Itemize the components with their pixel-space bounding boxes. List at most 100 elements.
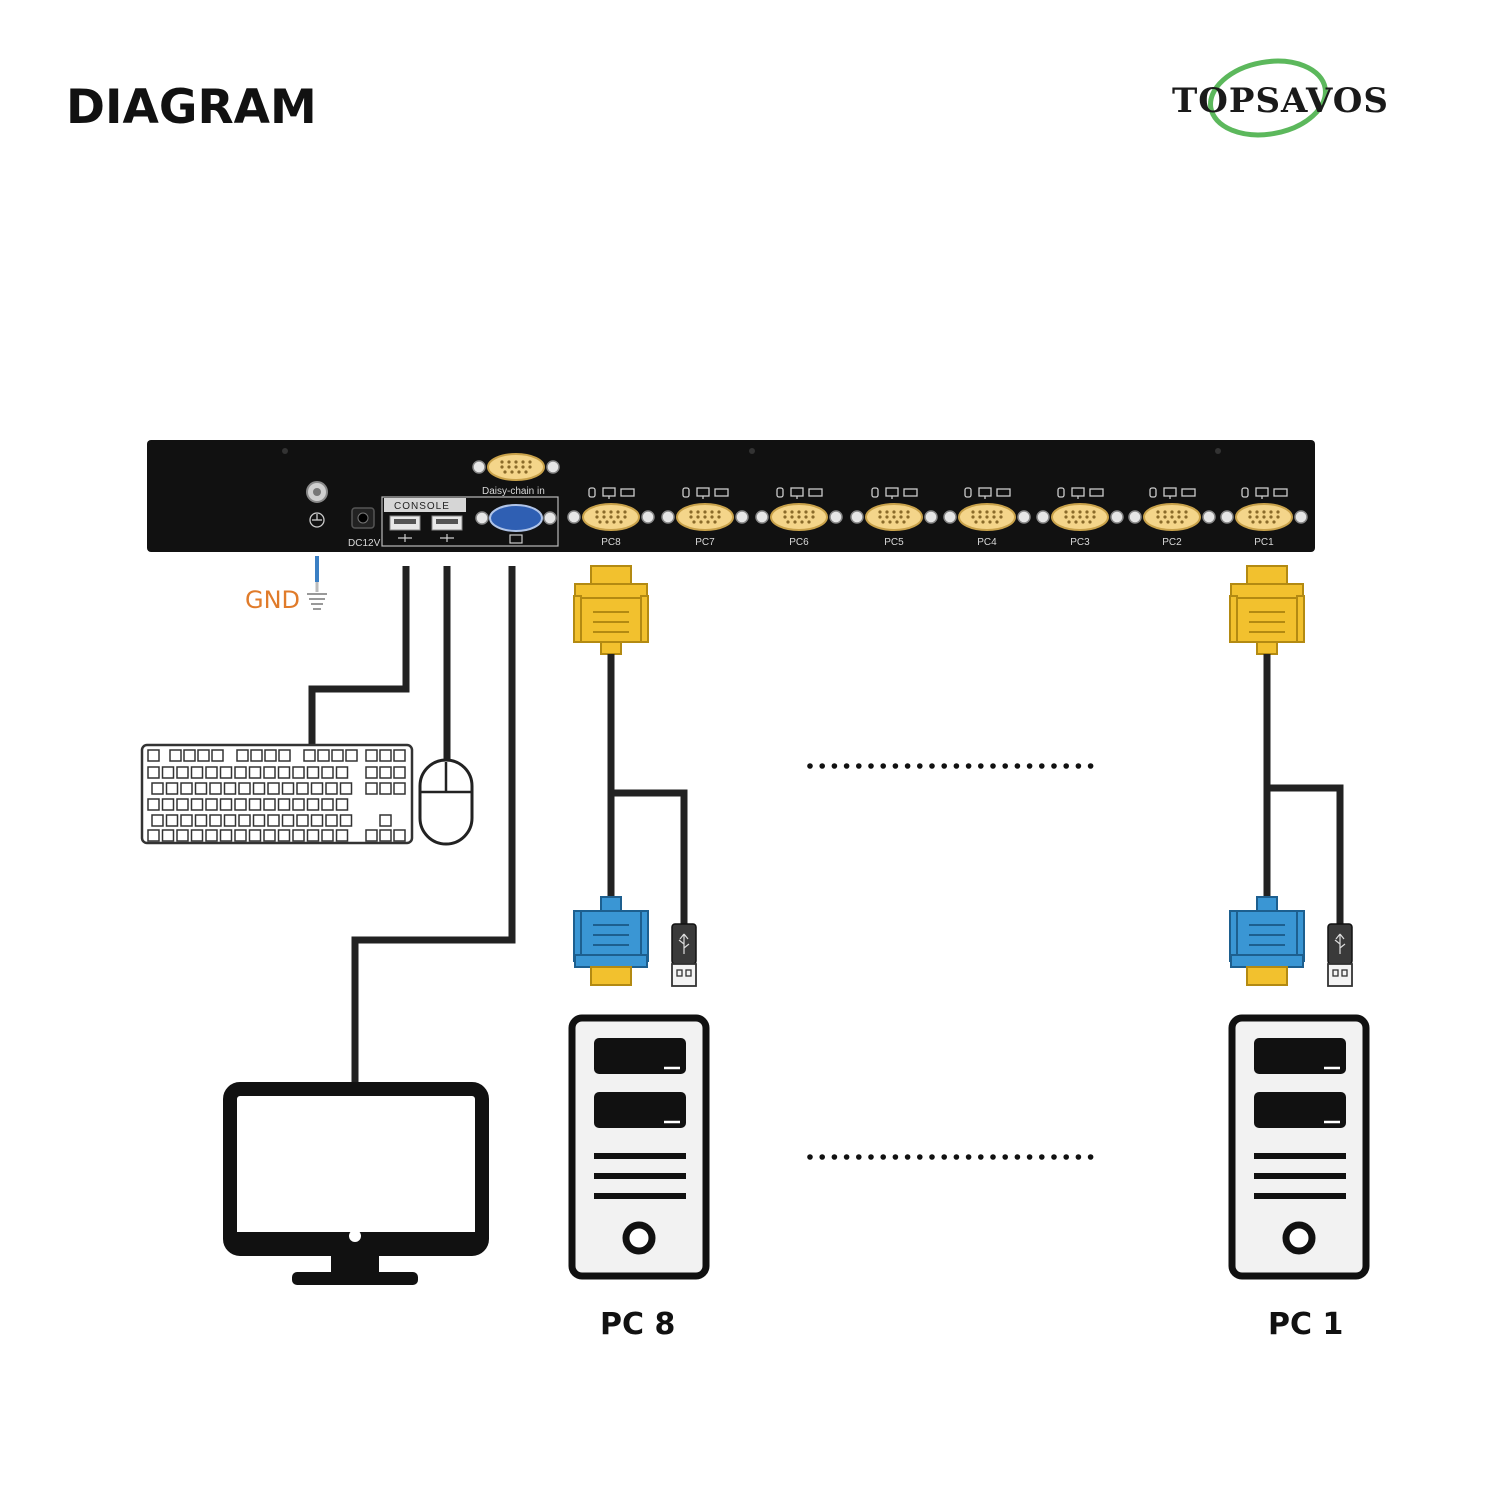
- keyboard-key: [236, 749, 249, 762]
- pc-port-pc5: PC5: [850, 487, 938, 548]
- console-label: CONSOLE: [394, 501, 450, 512]
- pc-port-pc8: PC8: [567, 487, 655, 548]
- keyboard-key: [194, 782, 208, 795]
- kvm-switch-rear-panel: DC12V CONSOLE Daisy-chain in: [147, 440, 1315, 552]
- ellipsis-dot: [1063, 763, 1069, 769]
- keyboard-key: [292, 798, 305, 811]
- keyboard-key: [234, 766, 247, 779]
- logo-text: TOPSAVOS: [1172, 81, 1389, 121]
- ellipsis-dot: [843, 763, 850, 769]
- ellipsis-dot: [904, 763, 911, 769]
- keyboard-key: [321, 766, 334, 779]
- keyboard-key: [147, 749, 160, 762]
- keyboard-key: [365, 749, 378, 762]
- keyboard-key: [190, 829, 204, 842]
- keyboard-key: [345, 749, 358, 762]
- keyboard-key: [169, 749, 182, 762]
- port-label: PC6: [789, 537, 809, 548]
- keyboard-key: [339, 782, 353, 795]
- ellipsis-dot: [990, 763, 996, 769]
- ellipsis-dot: [1002, 1154, 1008, 1160]
- keyboard-key: [223, 782, 237, 795]
- brand-logo: TOPSAVOS: [1172, 58, 1389, 138]
- keyboard-key: [248, 798, 262, 811]
- keyboard-key: [267, 782, 280, 795]
- ellipsis-dot: [1087, 1154, 1094, 1160]
- keyboard-key: [306, 829, 320, 842]
- ellipsis-dot: [1075, 763, 1082, 769]
- ellipsis-dot: [929, 1154, 935, 1160]
- keyboard-key: [176, 829, 189, 842]
- keyboard-key: [205, 829, 218, 842]
- console-label-bg: [384, 498, 466, 512]
- keyboard-key: [365, 766, 378, 779]
- keyboard-key: [277, 798, 291, 811]
- port-label: PC7: [695, 537, 715, 548]
- keyboard-key: [379, 814, 392, 827]
- ellipsis-dot: [1051, 763, 1057, 769]
- keyboard-key: [321, 798, 334, 811]
- keyboard-key: [264, 749, 277, 762]
- keyboard-key: [281, 782, 295, 795]
- keyboard-key: [252, 782, 266, 795]
- keyboard-key: [393, 782, 406, 795]
- keyboard-key: [296, 814, 309, 827]
- keyboard-key: [147, 766, 160, 779]
- keyboard-key: [263, 798, 276, 811]
- ellipsis-dot: [819, 1154, 825, 1160]
- ellipsis-dot: [929, 763, 935, 769]
- ellipsis-dot: [856, 763, 862, 769]
- keyboard-key: [277, 829, 291, 842]
- ellipsis-dot: [1039, 1154, 1045, 1160]
- ellipsis-dot: [917, 1154, 923, 1160]
- ellipsis-dots-computers: [807, 1154, 1094, 1160]
- keyboard-key: [151, 814, 164, 827]
- usb-port-keyboard-icon: [389, 515, 421, 542]
- keyboard-key: [277, 766, 291, 779]
- power-label: DC12V: [348, 538, 381, 549]
- logo-swoosh-icon: [1208, 58, 1328, 138]
- ellipsis-dot: [831, 1154, 838, 1160]
- keyboard-key: [180, 814, 193, 827]
- console-cables: [308, 566, 516, 1084]
- ellipsis-dot: [990, 1154, 996, 1160]
- ground-symbol-icon: [307, 593, 327, 610]
- keyboard-key: [147, 829, 160, 842]
- ellipsis-dot: [831, 763, 838, 769]
- pc1-label: PC 1: [1268, 1307, 1343, 1342]
- ellipsis-dot: [1014, 1154, 1021, 1160]
- keyboard-key: [248, 766, 262, 779]
- port-label: PC5: [884, 537, 904, 548]
- pc-port-pc6: PC6: [755, 487, 843, 548]
- keyboard-key: [393, 766, 406, 779]
- ellipsis-dot: [953, 763, 960, 769]
- keyboard-key: [379, 766, 392, 779]
- keyboard-key: [248, 829, 262, 842]
- keyboard-key: [365, 829, 378, 842]
- keyboard-key: [190, 798, 204, 811]
- keyboard-key: [393, 749, 406, 762]
- ellipsis-dot: [941, 1154, 947, 1160]
- keyboard-key: [310, 814, 324, 827]
- keyboard-key: [393, 829, 406, 842]
- ellipsis-dot: [1026, 1154, 1033, 1160]
- keyboard-key: [147, 798, 160, 811]
- keyboard-key: [278, 749, 291, 762]
- keyboard-key: [219, 766, 233, 779]
- keyboard-key: [306, 766, 320, 779]
- keyboard-key: [339, 814, 353, 827]
- keyboard-key: [331, 749, 344, 762]
- pc8-tower-icon: [572, 1018, 706, 1276]
- keyboard-key: [379, 749, 392, 762]
- ellipsis-dot: [1014, 763, 1021, 769]
- usb-port-mouse-icon: [431, 515, 463, 542]
- keyboard-key: [250, 749, 263, 762]
- keyboard-key: [223, 814, 237, 827]
- keyboard-key: [219, 829, 233, 842]
- keyboard-key: [219, 798, 233, 811]
- ellipsis-dot: [978, 763, 984, 769]
- keyboard-key: [190, 766, 204, 779]
- keyboard-key: [161, 829, 175, 842]
- keyboard-key: [238, 814, 251, 827]
